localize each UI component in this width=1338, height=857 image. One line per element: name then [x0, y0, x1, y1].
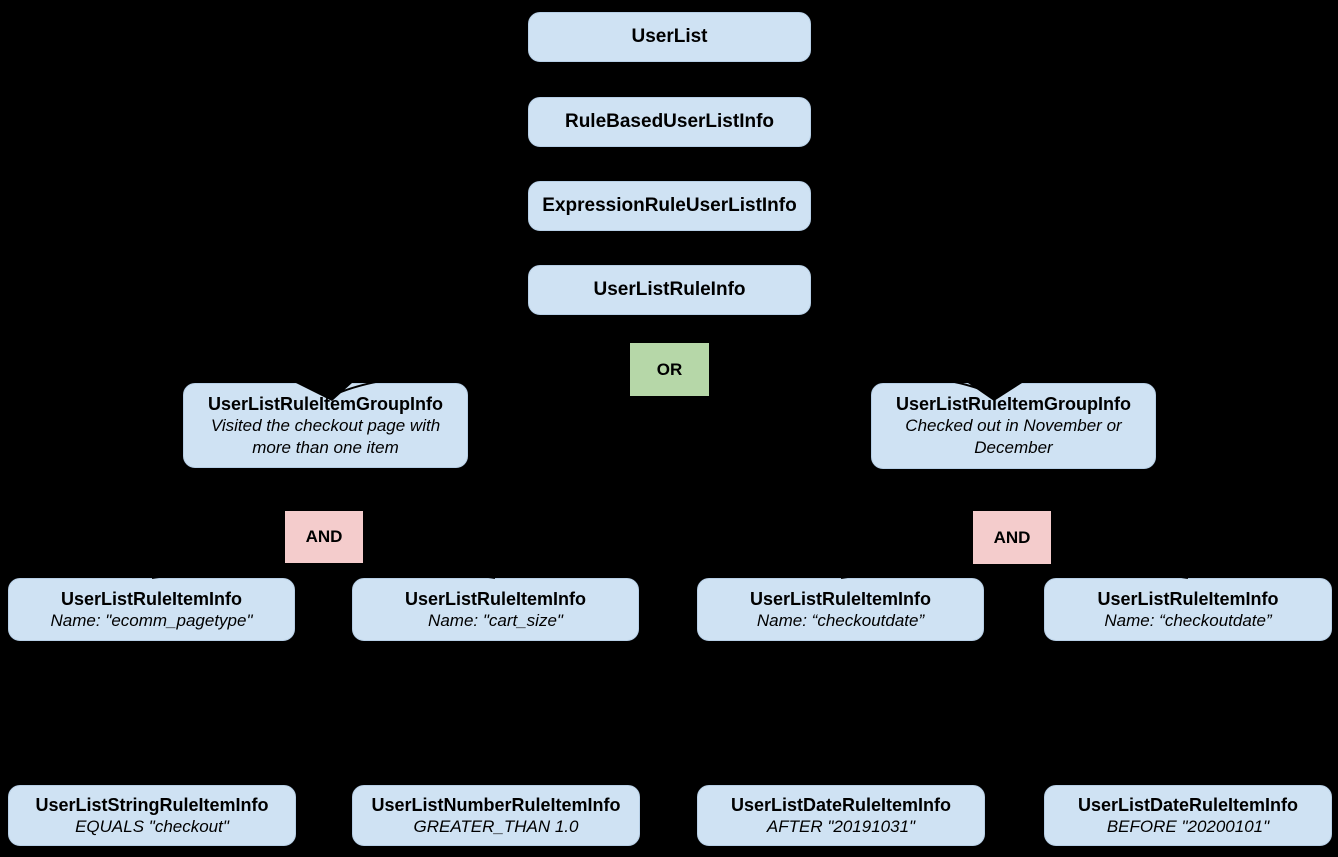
node-dateruleitem-before-title: UserListDateRuleItemInfo [1077, 794, 1299, 815]
connector-and-right-1 [840, 563, 1013, 579]
node-stringruleitem-title: UserListStringRuleItemInfo [35, 794, 269, 815]
node-rulebaseduserlistinfo-label: RuleBasedUserListInfo [564, 111, 775, 132]
node-dateruleitem-before-detail: BEFORE "20200101" [1106, 816, 1270, 836]
connector-and-left-2 [323, 562, 496, 579]
node-ruleitem-checkoutdate-2-detail: Name: “checkoutdate” [1104, 610, 1272, 630]
node-ruleitem-cart-size-title: UserListRuleItemInfo [404, 588, 587, 609]
node-numberruleitem-title: UserListNumberRuleItemInfo [371, 794, 621, 815]
node-dateruleitem-after-detail: AFTER "20191031" [766, 816, 916, 836]
node-userlistruleinfo: UserListRuleInfo [528, 265, 811, 315]
node-ruleitem-checkoutdate-1-detail: Name: “checkoutdate” [756, 610, 925, 630]
operator-or: OR [630, 343, 709, 396]
node-dateruleitem-before: UserListDateRuleItemInfo BEFORE "2020010… [1044, 785, 1332, 846]
node-numberruleitem-detail: GREATER_THAN 1.0 [413, 816, 579, 836]
node-dateruleitem-after-title: UserListDateRuleItemInfo [730, 794, 952, 815]
node-group-left-description: Visited the checkout page with more than… [210, 415, 441, 457]
node-group-left-title: UserListRuleItemGroupInfo [207, 393, 444, 414]
node-group-right: UserListRuleItemGroupInfo Checked out in… [871, 383, 1156, 469]
node-group-right-title: UserListRuleItemGroupInfo [895, 394, 1132, 414]
node-ruleitem-checkoutdate-2: UserListRuleItemInfo Name: “checkoutdate… [1044, 578, 1332, 641]
node-ruleitem-checkoutdate-1-title: UserListRuleItemInfo [749, 588, 932, 609]
operator-and-left: AND [285, 511, 363, 563]
connector-and-left-1 [151, 562, 325, 579]
operator-or-label: OR [656, 359, 683, 379]
node-stringruleitem-detail: EQUALS "checkout" [75, 816, 229, 836]
node-ruleitem-checkoutdate-2-title: UserListRuleItemInfo [1097, 588, 1279, 609]
node-dateruleitem-after: UserListDateRuleItemInfo AFTER "20191031… [697, 785, 985, 846]
node-expressionruleuserlistinfo-label: ExpressionRuleUserListInfo [542, 195, 797, 216]
node-ruleitem-ecomm-pagetype-title: UserListRuleItemInfo [60, 588, 243, 609]
node-ruleitem-cart-size: UserListRuleItemInfo Name: "cart_size" [352, 578, 639, 641]
node-rulebaseduserlistinfo: RuleBasedUserListInfo [528, 97, 811, 147]
node-expressionruleuserlistinfo: ExpressionRuleUserListInfo [528, 181, 811, 231]
node-group-left: UserListRuleItemGroupInfo Visited the ch… [183, 383, 468, 468]
node-userlist: UserList [528, 12, 811, 62]
operator-and-left-label: AND [305, 527, 343, 546]
node-userlist-label: UserList [631, 26, 708, 47]
node-stringruleitem: UserListStringRuleItemInfo EQUALS "check… [8, 785, 296, 846]
node-userlistruleinfo-label: UserListRuleInfo [593, 279, 746, 300]
node-group-right-description: Checked out in November or December [905, 416, 1122, 457]
operator-and-right: AND [973, 511, 1051, 564]
node-ruleitem-ecomm-pagetype: UserListRuleItemInfo Name: "ecomm_pagety… [8, 578, 295, 641]
node-ruleitem-cart-size-detail: Name: "cart_size" [428, 610, 563, 630]
node-ruleitem-checkoutdate-1: UserListRuleItemInfo Name: “checkoutdate… [697, 578, 984, 641]
node-numberruleitem: UserListNumberRuleItemInfo GREATER_THAN … [352, 785, 640, 846]
connector-and-right-2 [1011, 563, 1189, 579]
operator-and-right-label: AND [993, 527, 1031, 547]
node-ruleitem-ecomm-pagetype-detail: Name: "ecomm_pagetype" [50, 610, 253, 630]
